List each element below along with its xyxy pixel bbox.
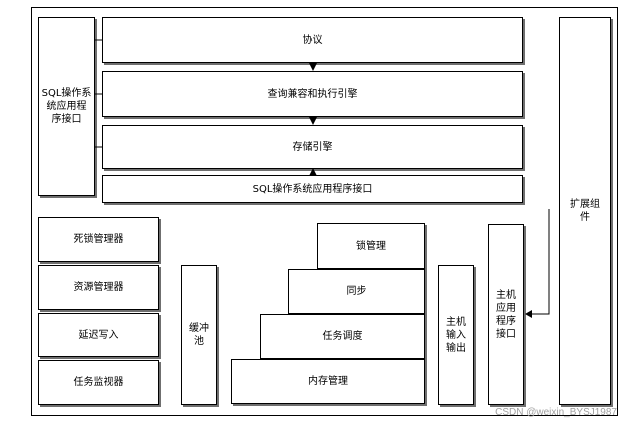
host-application-api: 主机 应用 程序 接口 [488, 224, 524, 405]
synchronization: 同步 [288, 269, 425, 314]
arrow-into-host-api [525, 310, 532, 318]
arrow-protocol-to-query [309, 63, 317, 71]
host-io-label: 主机 输入 输出 [446, 316, 466, 354]
extension-components-label: 扩展组 件 [570, 199, 600, 223]
host-io: 主机 输入 输出 [438, 265, 474, 405]
query-engine-layer: 查询兼容和执行引擎 [102, 71, 523, 117]
synchronization-label: 同步 [346, 286, 367, 297]
storage-engine-layer: 存储引擎 [102, 125, 523, 169]
deadlock-manager: 死锁管理器 [38, 217, 159, 262]
lazy-writer: 延迟写入 [38, 313, 159, 357]
task-scheduling: 任务调度 [260, 314, 425, 359]
left-sql-os-api-label: SQL操作系 统应用程 序接口 [41, 88, 92, 125]
task-scheduling-label: 任务调度 [322, 331, 363, 342]
resource-manager: 资源管理器 [38, 265, 159, 310]
lock-management: 锁管理 [317, 223, 425, 269]
sql-os-api-layer: SQL操作系统应用程序接口 [102, 175, 523, 203]
extension-components: 扩展组 件 [559, 17, 611, 405]
task-monitor-label: 任务监视器 [73, 377, 124, 388]
host-application-api-label: 主机 应用 程序 接口 [496, 289, 516, 340]
protocol-layer-label: 协议 [302, 34, 323, 46]
connector-extension-to-host-api [531, 209, 550, 315]
watermark: CSDN @weixin_BYSJ1987 [495, 407, 617, 418]
memory-management-label: 内存管理 [308, 376, 348, 387]
buffer-pool: 缓冲 池 [181, 265, 217, 405]
deadlock-manager-label: 死锁管理器 [73, 234, 124, 245]
lock-management-label: 锁管理 [356, 240, 386, 252]
buffer-pool-label: 缓冲 池 [189, 323, 209, 347]
left-sql-os-api-box: SQL操作系 统应用程 序接口 [38, 17, 95, 196]
sql-os-api-layer-label: SQL操作系统应用程序接口 [252, 183, 373, 195]
task-monitor: 任务监视器 [38, 360, 159, 405]
storage-engine-layer-label: 存储引擎 [292, 141, 333, 153]
system-boundary [31, 7, 618, 416]
resource-manager-label: 资源管理器 [73, 282, 124, 293]
arrow-query-to-storage [309, 117, 317, 125]
memory-management: 内存管理 [231, 359, 425, 404]
lazy-writer-label: 延迟写入 [78, 329, 119, 341]
query-engine-layer-label: 查询兼容和执行引擎 [267, 88, 358, 100]
protocol-layer: 协议 [102, 17, 523, 63]
arrow-sql-os-to-storage [309, 168, 317, 176]
